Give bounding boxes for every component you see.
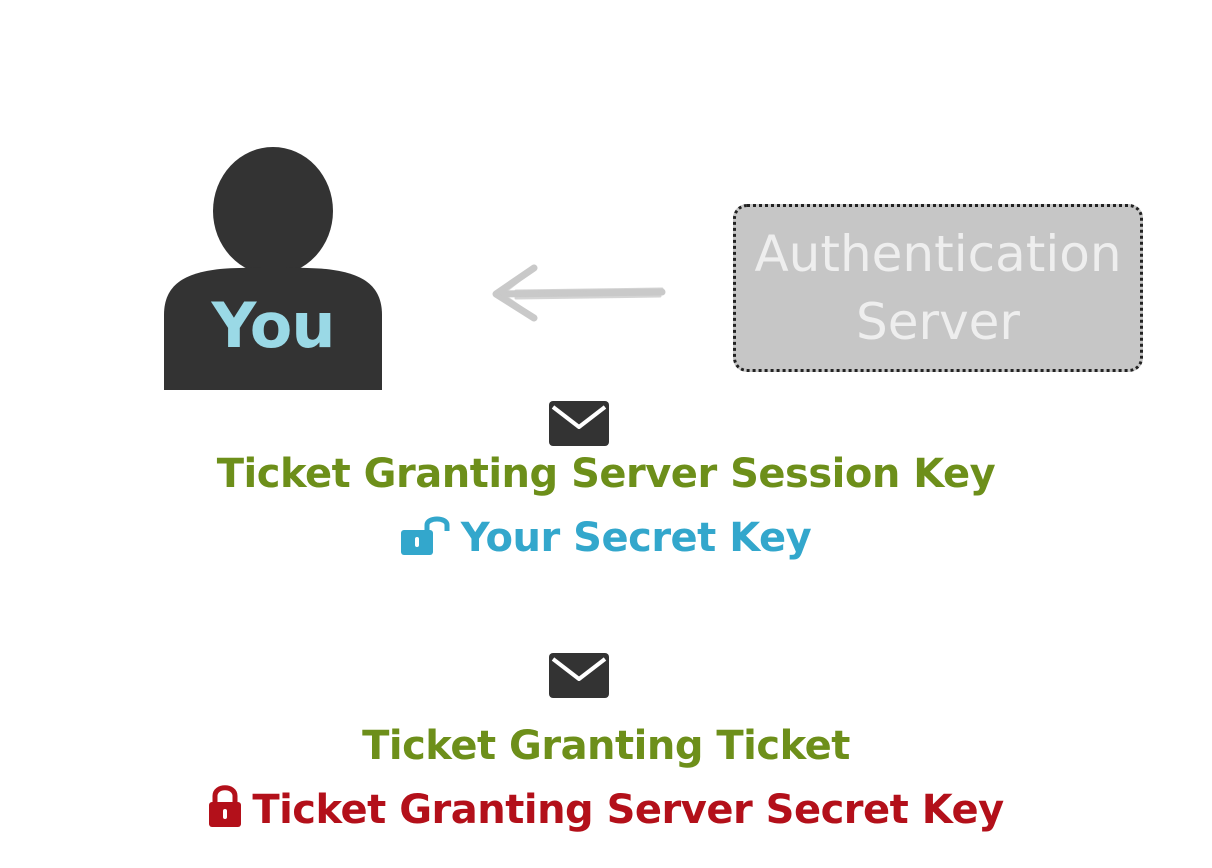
your-secret-key-row: Your Secret Key <box>0 510 1212 566</box>
arrow-left-icon <box>492 264 666 322</box>
user-silhouette-icon <box>164 147 382 390</box>
envelope-icon <box>549 401 609 446</box>
auth-server-label-line2: Server <box>856 293 1020 351</box>
tgt-label: Ticket Granting Ticket <box>362 723 850 769</box>
envelope-icon <box>549 653 609 698</box>
authentication-server-box: Authentication Server <box>733 204 1143 372</box>
lock-open-icon <box>400 516 450 555</box>
you-label: You <box>211 289 336 362</box>
tgs-session-key-label: Ticket Granting Server Session Key <box>216 451 996 497</box>
auth-server-label-line1: Authentication <box>754 225 1122 283</box>
tgs-secret-key-label: Ticket Granting Server Secret Key <box>252 787 1004 833</box>
tgs-secret-key-row: Ticket Granting Server Secret Key <box>0 782 1212 838</box>
lock-closed-icon <box>209 785 242 827</box>
your-secret-key-label: Your Secret Key <box>460 515 812 561</box>
